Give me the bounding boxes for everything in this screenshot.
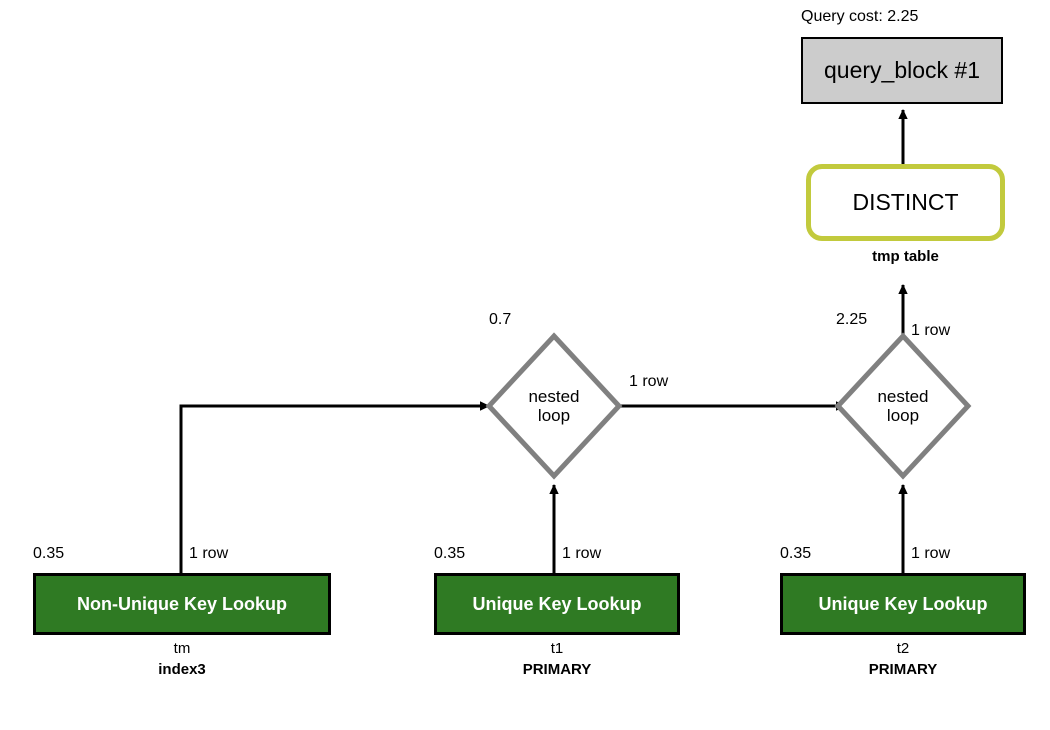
nested-loop-2-node[interactable]: nested loop <box>838 336 968 476</box>
nested-loop-1-label-line2: loop <box>537 406 571 425</box>
t1-table-name: t1 <box>550 640 564 657</box>
tm-table-name: tm <box>173 640 191 657</box>
query-block-label: query_block #1 <box>824 57 980 83</box>
table-op-t1-label: Unique Key Lookup <box>472 593 642 614</box>
t2-table-name: t2 <box>896 640 910 657</box>
t1-rows-label: 1 row <box>562 545 602 562</box>
t2-rows-label: 1 row <box>911 545 951 562</box>
nested-loop-2-cost-label: 2.25 <box>836 311 868 328</box>
nested-loop-2-label-line1: nested <box>877 386 929 406</box>
nested-loop-1-node[interactable]: nested loop <box>489 336 619 476</box>
nested-loop-1-rows-label: 1 row <box>629 373 669 390</box>
nested-loop-1-label-line1: nested <box>528 386 580 406</box>
distinct-node[interactable]: DISTINCT <box>806 164 1005 241</box>
t1-cost-label: 0.35 <box>434 545 466 562</box>
query-cost-label: Query cost: 2.25 <box>801 8 919 25</box>
tm-cost-label: 0.35 <box>33 545 65 562</box>
nested-loop-2-text: nested loop <box>838 387 968 425</box>
tm-rows-label: 1 row <box>189 545 229 562</box>
nested-loop-1-cost-label: 0.7 <box>489 311 512 328</box>
nested-loop-2-label-line2: loop <box>886 406 920 425</box>
nested-loop-1-text: nested loop <box>489 387 619 425</box>
table-op-t1[interactable]: Unique Key Lookup <box>434 573 680 635</box>
query-block-node[interactable]: query_block #1 <box>801 37 1003 104</box>
nested-loop-2-rows-label: 1 row <box>911 322 951 339</box>
table-op-t2[interactable]: Unique Key Lookup <box>780 573 1026 635</box>
tm-index-name: index3 <box>158 661 206 678</box>
distinct-caption: tmp table <box>872 248 939 265</box>
table-op-t2-label: Unique Key Lookup <box>818 593 988 614</box>
table-op-tm[interactable]: Non-Unique Key Lookup <box>33 573 331 635</box>
table-op-tm-label: Non-Unique Key Lookup <box>77 593 287 614</box>
t1-index-name: PRIMARY <box>522 661 592 678</box>
t2-index-name: PRIMARY <box>868 661 938 678</box>
distinct-label: DISTINCT <box>852 189 959 215</box>
t2-cost-label: 0.35 <box>780 545 812 562</box>
